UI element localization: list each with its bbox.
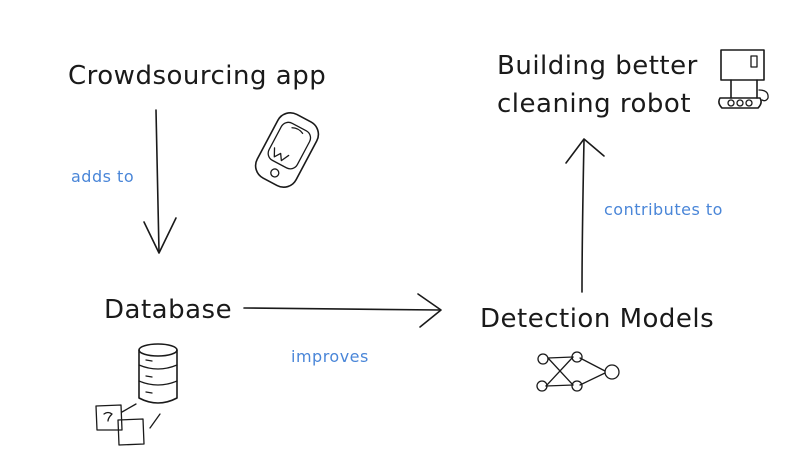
edge-adds-to-label: adds to xyxy=(71,167,134,186)
edge-contributes-to-arrow xyxy=(565,138,605,293)
node-detection-label: Detection Models xyxy=(480,304,714,334)
edge-improves-label: improves xyxy=(291,347,369,366)
node-database-label: Database xyxy=(104,295,232,325)
node-robot-label-line-1: Building better xyxy=(497,51,698,81)
database-icon xyxy=(95,343,178,446)
node-crowdsourcing-label: Crowdsourcing app xyxy=(68,61,326,91)
node-robot-label-line-2: cleaning robot xyxy=(497,89,691,119)
edge-contributes-to-label: contributes to xyxy=(604,200,723,219)
node-robot-label: Building better cleaning robot xyxy=(497,51,707,119)
neural-network-icon xyxy=(536,351,620,392)
edge-improves-arrow xyxy=(243,293,442,328)
robot-icon xyxy=(718,49,769,109)
edge-adds-to-arrow xyxy=(143,109,177,254)
phone-icon xyxy=(254,112,320,188)
